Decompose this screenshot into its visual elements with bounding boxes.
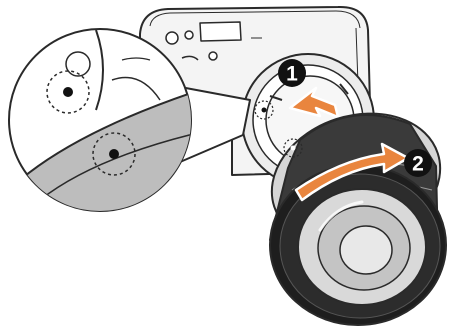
flash-window	[200, 22, 241, 41]
callout-mark-lens	[109, 149, 119, 159]
callout-mark-camera	[63, 87, 73, 97]
step-2-badge: 2	[404, 149, 432, 177]
shutter-button	[185, 31, 193, 39]
lens-glass-core	[340, 226, 392, 274]
mount-dot-marker-lens	[291, 146, 296, 151]
step-1-badge: 1	[278, 59, 306, 87]
step-2-number: 2	[412, 153, 424, 176]
mode-dial	[166, 32, 178, 44]
af-lamp	[209, 52, 217, 60]
step-1-number: 1	[286, 63, 298, 86]
mount-dot-marker-camera	[262, 108, 267, 113]
